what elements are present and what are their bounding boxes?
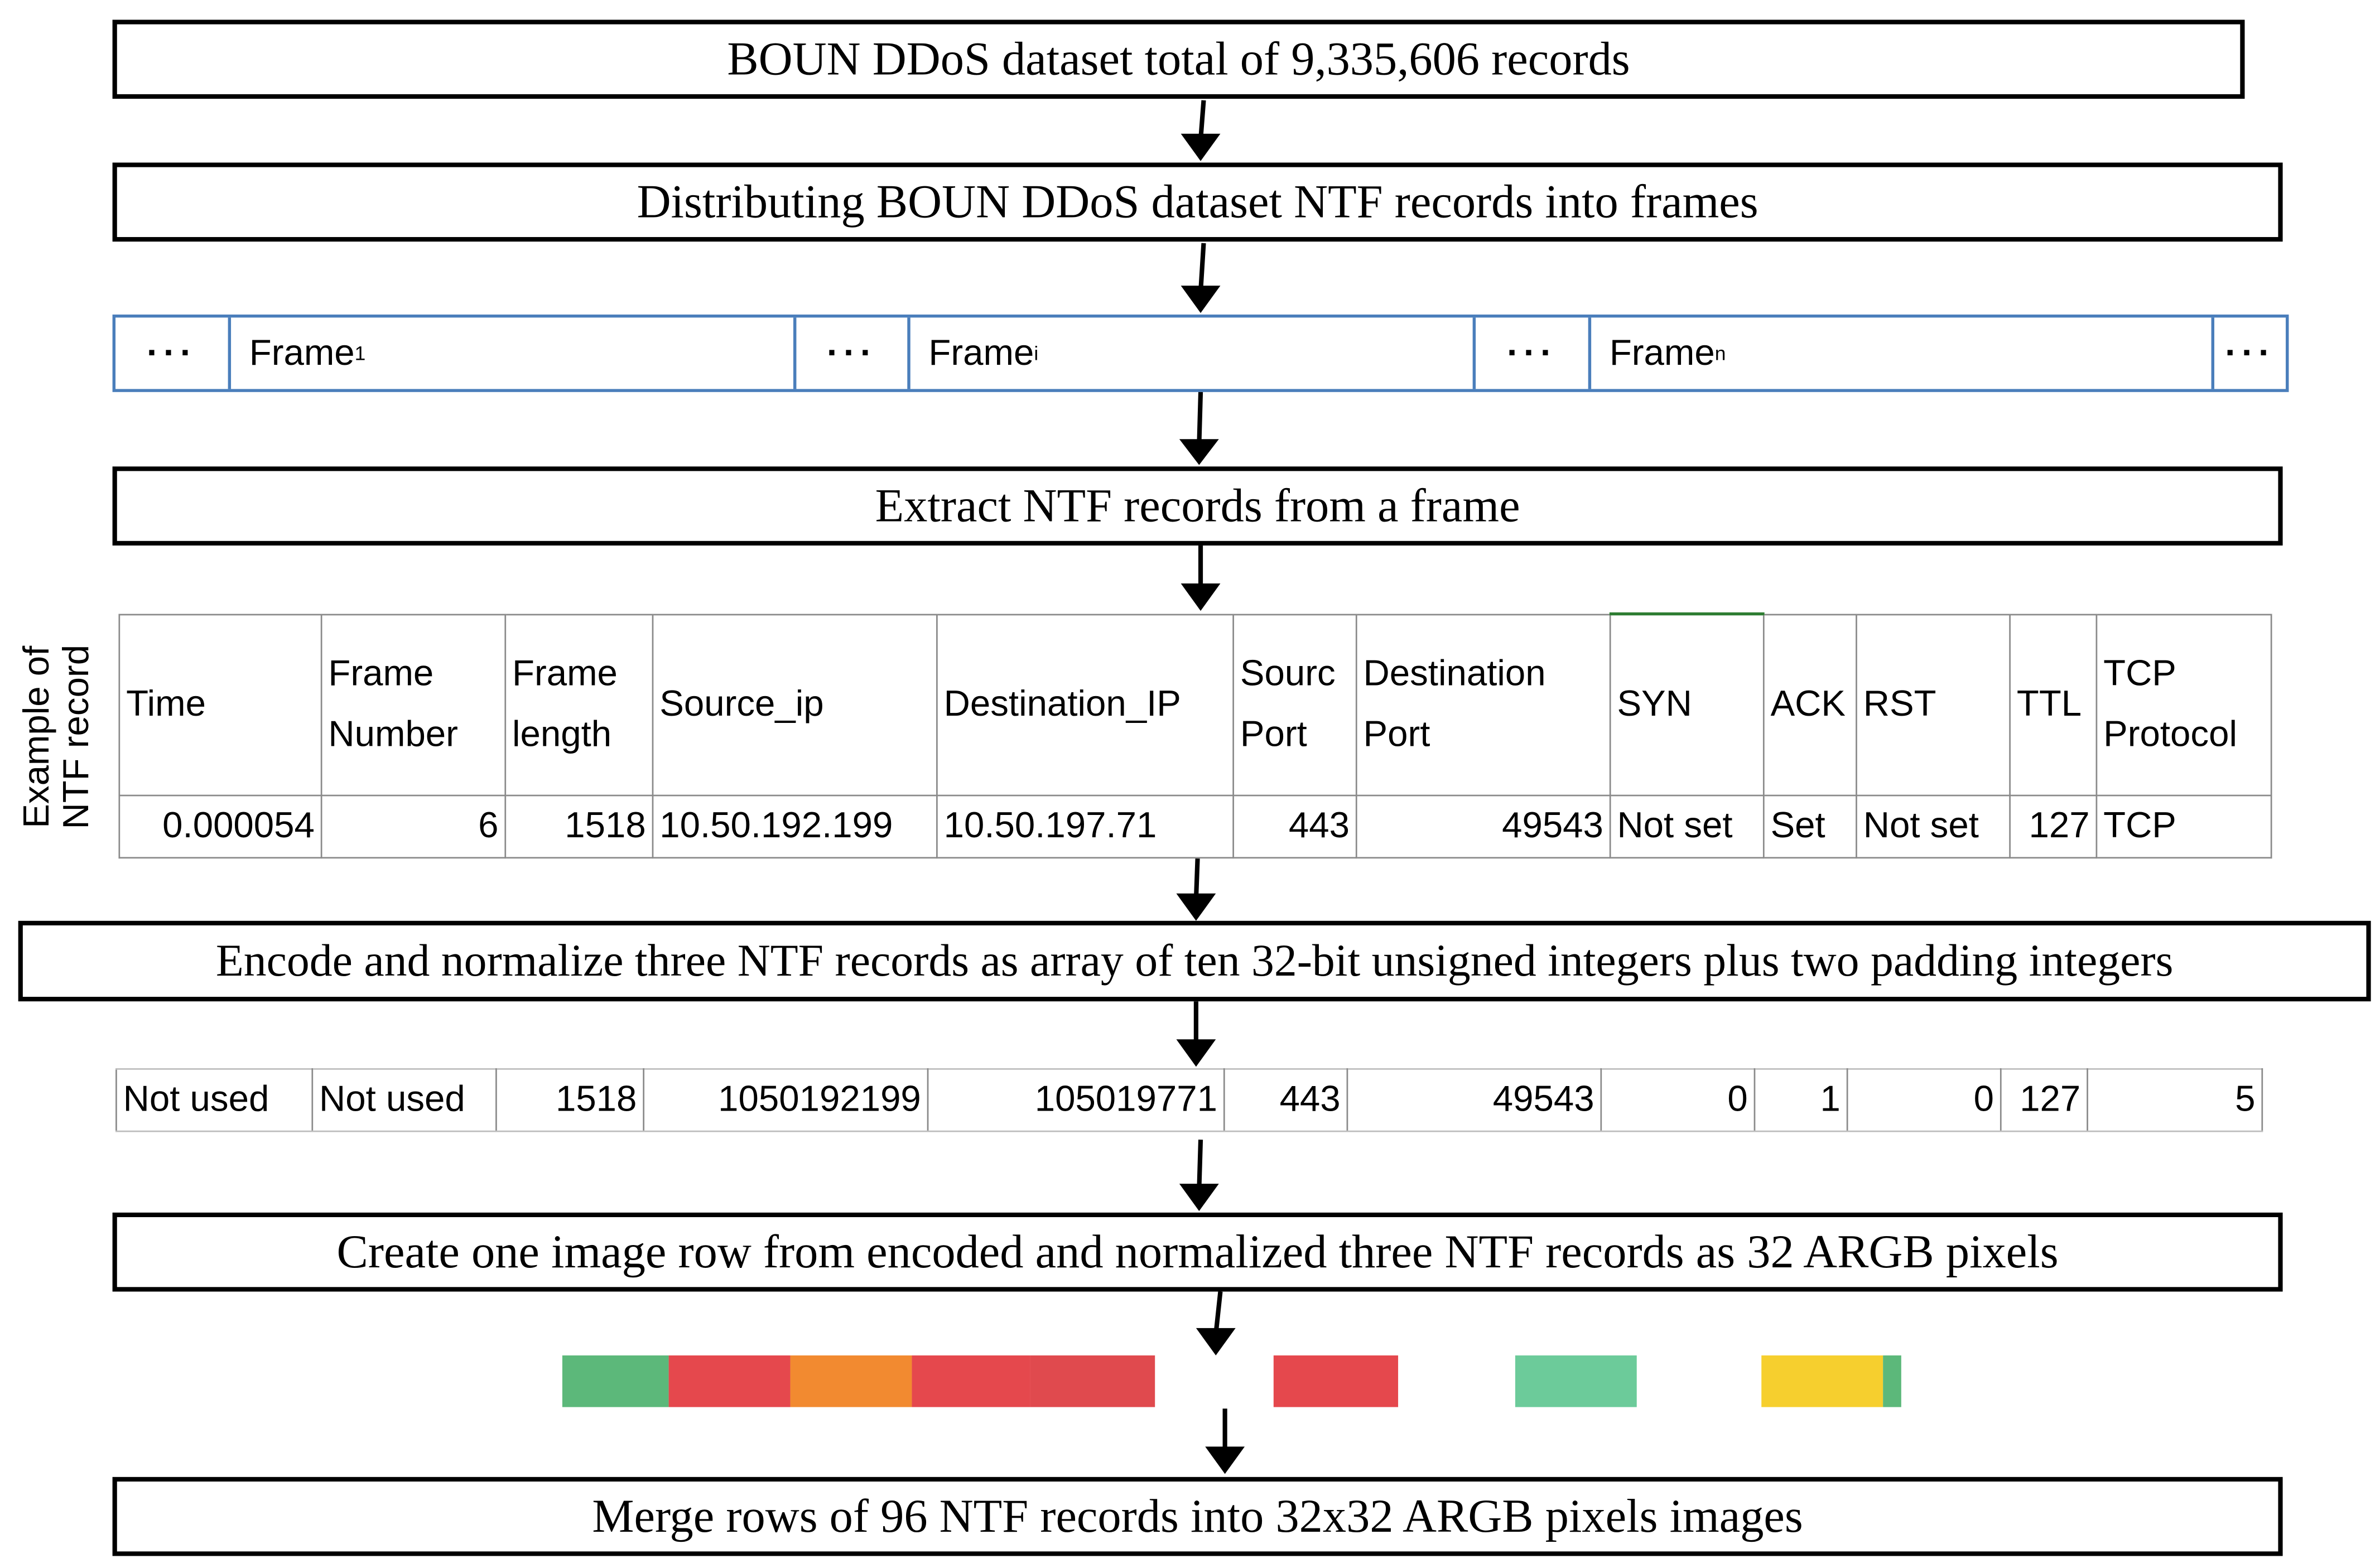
header-cell: Time [118,613,322,797]
table-cell: 5 [2087,1068,2263,1132]
table-cell: 127 [2009,794,2098,858]
example-label-line1: Example of [16,645,58,828]
frame-label: Frame [928,332,1034,373]
header-line: TCP [2103,653,2176,695]
pixel-segment [562,1355,669,1407]
arrow-7 [1197,1139,1203,1190]
pixel-segment [1030,1355,1155,1407]
pixel-segment [1155,1355,1274,1407]
table-cell: Not set [1609,794,1765,858]
table-cell: 49543 [1355,794,1611,858]
argb-pixel-row [562,1355,1901,1407]
table-cell: TCP [2095,794,2272,858]
header-cell: ACK [1762,613,1857,797]
frame-label: Frame [249,332,355,373]
header-cell: TTL [2009,613,2098,797]
table-cell: Not used [311,1068,497,1132]
table-cell: 1518 [504,794,654,858]
pixel-segment [1398,1355,1515,1407]
table-cell: 1 [1753,1068,1848,1132]
header-cell: Frame length [504,613,654,797]
header-line: Port [1240,713,1307,755]
header-cell: Source_ip [652,613,938,797]
table-cell: 49543 [1346,1068,1602,1132]
header-cell: RST [1856,613,2011,797]
step-create-image-row: Create one image row from encoded and no… [112,1212,2283,1292]
pixel-segment [1273,1355,1399,1407]
table-cell: 0 [1600,1068,1756,1132]
frame-subscript: 1 [354,341,366,365]
frame-label: Frame [1609,332,1715,373]
step-distribute-frames: Distributing BOUN DDoS dataset NTF recor… [112,162,2283,242]
table-cell: Not used [115,1068,314,1132]
table-cell: 1050192199 [643,1068,929,1132]
header-cell: Destination_IP [936,613,1234,797]
header-line: length [512,713,612,755]
header-line: Frame [512,653,618,695]
step-encode-normalize: Encode and normalize three NTF records a… [18,920,2371,1002]
table-cell: 127 [2000,1068,2088,1132]
pixel-segment [1883,1355,1901,1407]
header-line: Number [328,713,458,755]
table-cell: Set [1762,794,1857,858]
example-label-line2: NTF record [56,644,98,829]
step-dataset-total: BOUN DDoS dataset total of 9,335,606 rec… [112,20,2245,99]
pixel-segment [912,1355,1030,1407]
frames-ellipsis: ··· [2225,332,2275,373]
table-row: Not used Not used 1518 1050192199 105019… [115,1068,2263,1132]
table-row: 0.000054 6 1518 10.50.192.199 10.50.197.… [118,794,2272,858]
table-cell: 0.000054 [118,794,322,858]
table-cell: 1518 [495,1068,645,1132]
header-line: Sourc [1240,653,1336,695]
pixel-segment [790,1355,912,1407]
header-line: Frame [328,653,434,695]
step-merge-rows: Merge rows of 96 NTF records into 32x32 … [112,1477,2283,1556]
header-cell: SYN [1609,612,1765,797]
table-cell: 10.50.192.199 [652,794,938,858]
table-cell: 105019771 [927,1068,1225,1132]
pixel-segment [668,1355,791,1407]
arrow-2 [1198,243,1206,292]
frames-ellipsis: ··· [115,317,232,389]
frame-subscript: i [1034,341,1039,365]
table-cell: Not set [1856,794,2011,858]
pixel-segment [1761,1355,1883,1407]
table-cell: 6 [320,794,507,858]
arrow-8 [1213,1291,1223,1335]
header-line: Port [1363,713,1430,755]
arrow-3 [1197,392,1203,446]
table-cell: 443 [1232,794,1357,858]
header-line: Destination [1363,653,1546,695]
arrow-1 [1198,100,1206,140]
frame-subscript: n [1714,341,1726,365]
pixel-segment [1515,1355,1637,1407]
example-label: Example of NTF record [16,623,98,851]
arrow-5 [1193,858,1200,900]
header-cell: TCP Protocol [2095,613,2272,797]
pixel-segment [1636,1355,1762,1407]
frames-ellipsis: ··· [796,317,910,389]
step-extract-records: Extract NTF records from a frame [112,466,2283,546]
header-line: Protocol [2103,713,2238,755]
table-cell: 443 [1223,1068,1348,1132]
frames-ellipsis: ··· [1476,317,1592,389]
encoded-row-table: Not used Not used 1518 1050192199 105019… [115,1068,2263,1132]
table-cell: 0 [1846,1068,2002,1132]
table-cell: 10.50.197.71 [936,794,1234,858]
